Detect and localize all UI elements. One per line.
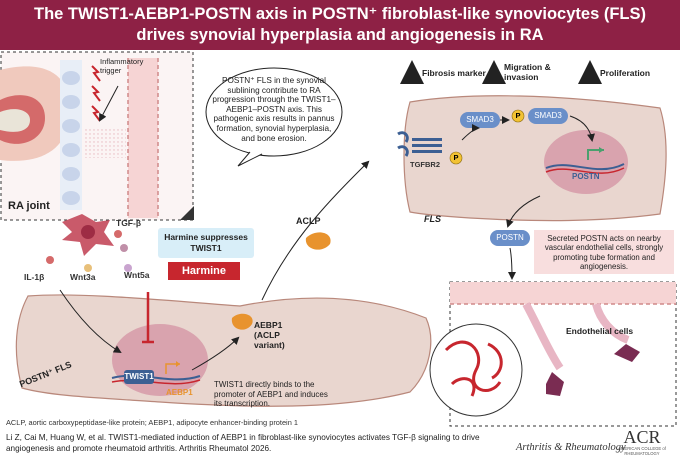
postn-secreted-label: POSTN [496, 233, 524, 242]
wnt3a-label: Wnt3a [70, 272, 96, 282]
postn-gene-label: POSTN [572, 172, 600, 181]
fls-nucleus [112, 324, 208, 396]
dna-strand [111, 374, 201, 381]
proliferation-label: Proliferation [600, 68, 651, 78]
summary-bubble-outline [205, 67, 343, 157]
acr-logo: ACR AMERICAN COLLEGE of RHEUMATOLOGY [612, 428, 672, 456]
harmine-box: Harmine [168, 262, 240, 280]
harmine-callout: Harmine suppresses TWIST1 [158, 228, 254, 258]
smad3-label-1: SMAD3 [466, 115, 494, 124]
smad3-box-1 [460, 112, 500, 128]
migration-invasion-label: Migration & invasion [504, 62, 551, 82]
twist1-protein [124, 370, 154, 384]
smad3-box-2 [528, 108, 568, 124]
title-line-1: The TWIST1-AEBP1-POSTN axis in POSTN⁺ fi… [34, 5, 646, 23]
fls-label: FLS [424, 214, 441, 224]
endothelial-cell-2 [614, 344, 640, 362]
title-banner: The TWIST1-AEBP1-POSTN axis in POSTN⁺ fi… [0, 0, 680, 50]
tgfb-ligand [114, 230, 122, 238]
citation: Li Z, Cai M, Huang W, et al. TWIST1-medi… [6, 433, 480, 453]
summary-bubble-text: POSTN⁺ FLS in the synovial sublining con… [212, 76, 336, 143]
secreted-postn-text: Secreted POSTN acts on nearby vascular e… [544, 234, 664, 271]
journal-name: Arthritis & Rheumatology [516, 442, 626, 453]
transcription-arrow-icon [176, 361, 180, 367]
activating-cell [46, 214, 132, 272]
endothelial-cells-label: Endothelial cells [566, 326, 634, 336]
acr-logo-subtext: AMERICAN COLLEGE of RHEUMATOLOGY [618, 446, 666, 456]
aclp-shape [305, 232, 331, 250]
aclp-label: ACLP [296, 216, 321, 226]
twist-binding-text: TWIST1 directly binds to the promoter of… [214, 380, 328, 408]
tgfbr2-receptor [397, 131, 463, 165]
inflammatory-trigger-label: Inflammatory trigger [100, 57, 144, 75]
tgfbr2-label: TGFBR2 [410, 160, 440, 169]
abbreviations: ACLP, aortic carboxypeptidase-like prote… [6, 418, 298, 427]
phospho-icon [449, 151, 463, 165]
aebp1-protein-label: AEBP1 (ACLP variant) [254, 320, 285, 350]
aebp1-gene-label: AEBP1 [166, 388, 193, 397]
synovial-cells-column [62, 71, 80, 205]
tgfb-label: TGF-β [116, 218, 142, 228]
aebp1-protein-shape [231, 313, 253, 330]
title-line-2: drives synovial hyperplasia and angiogen… [136, 26, 544, 44]
postn-secreted-box [490, 230, 530, 246]
phospho-label-1: P [515, 111, 521, 120]
secreted-postn-box-bg [534, 230, 674, 274]
smad3-label-2: SMAD3 [534, 111, 562, 120]
endothelial-cell-1 [546, 372, 564, 396]
twist1-label: TWIST1 [124, 372, 154, 381]
acr-logo-text: ACR [623, 427, 661, 447]
right-fls-nucleus [544, 130, 628, 194]
fibrosis-marker-label: Fibrosis marker [422, 68, 486, 78]
ra-joint-panel [0, 51, 194, 221]
phospho-label-2: P [453, 153, 459, 162]
lightning-icon [91, 65, 101, 82]
il1b-label: IL-1β [24, 272, 45, 282]
ra-joint-label: RA joint [8, 200, 50, 212]
wnt5a-label: Wnt5a [124, 270, 150, 280]
